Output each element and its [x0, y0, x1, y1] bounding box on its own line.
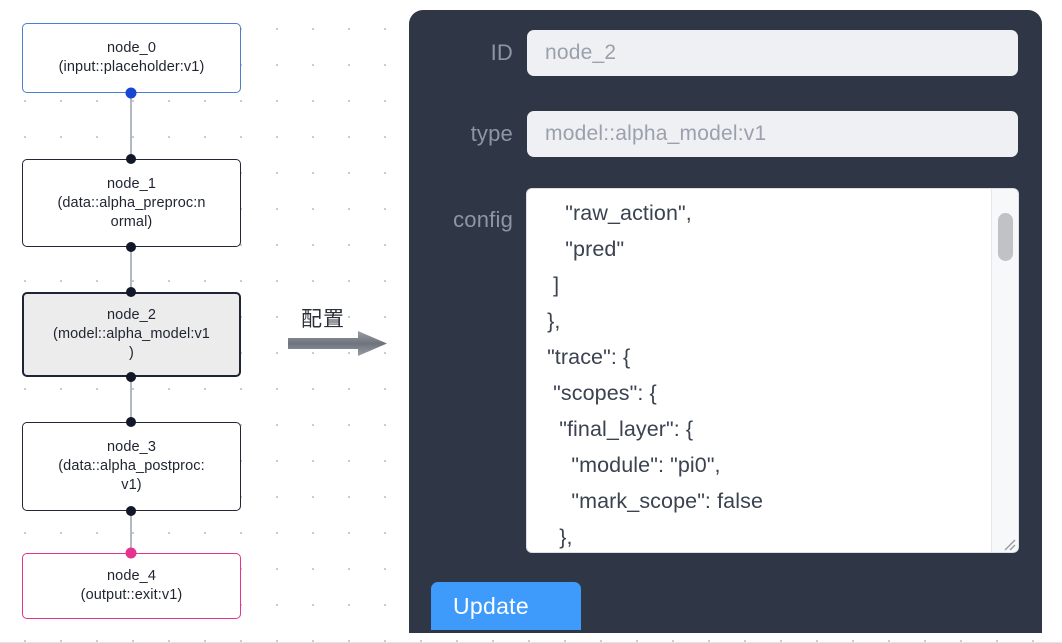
- flow-node-node_0[interactable]: node_0 (input::placeholder:v1): [22, 23, 241, 93]
- node_4-target-handle[interactable]: [125, 547, 137, 559]
- type-label: type: [470, 121, 513, 146]
- node-subtitle: (data::alpha_preproc:n ormal): [57, 194, 206, 230]
- node-title: node_1: [107, 175, 156, 192]
- annotation-label: 配置: [301, 307, 345, 331]
- id-field-row: ID: [409, 30, 1042, 76]
- node_2-source-handle[interactable]: [126, 372, 136, 382]
- id-input[interactable]: [527, 30, 1018, 76]
- node-subtitle: (output::exit:v1): [80, 587, 183, 603]
- edge-node3-node4: [130, 511, 133, 553]
- node-title: node_0: [107, 40, 156, 56]
- resize-handle-icon[interactable]: [1000, 535, 1016, 551]
- node-title: node_4: [107, 568, 156, 584]
- node_3-target-handle[interactable]: [126, 417, 136, 427]
- type-input[interactable]: [527, 111, 1018, 157]
- edge-node1-node2: [130, 247, 133, 293]
- node_0-source-handle[interactable]: [125, 87, 137, 99]
- node-title: node_2: [107, 307, 156, 323]
- flow-node-node_4[interactable]: node_4 (output::exit:v1): [22, 553, 241, 619]
- node_2-target-handle[interactable]: [126, 287, 136, 297]
- config-textarea-shell[interactable]: "raw_action", "pred" ] }, "trace": { "sc…: [527, 189, 1018, 552]
- config-field-row: config "raw_action", "pred" ] }, "trace"…: [409, 189, 1042, 552]
- id-label: ID: [490, 40, 513, 65]
- node_3-source-handle[interactable]: [126, 506, 136, 516]
- node-subtitle: (input::placeholder:v1): [58, 59, 205, 75]
- node-subtitle: (data::alpha_postproc: v1): [58, 458, 205, 493]
- annotation-arrow-icon: [288, 331, 388, 357]
- edge-node0-node1: [130, 93, 133, 159]
- flow-node-node_2[interactable]: node_2 (model::alpha_model:v1 ): [22, 292, 241, 377]
- node-subtitle: (model::alpha_model:v1 ): [53, 326, 210, 361]
- node_1-target-handle[interactable]: [126, 154, 136, 164]
- flow-node-node_1[interactable]: node_1 (data::alpha_preproc:n ormal): [22, 159, 241, 247]
- config-scrollbar-thumb[interactable]: [998, 213, 1013, 261]
- config-textarea[interactable]: "raw_action", "pred" ] }, "trace": { "sc…: [547, 201, 763, 549]
- flow-node-node_3[interactable]: node_3 (data::alpha_postproc: v1): [22, 422, 241, 511]
- update-button[interactable]: Update: [431, 582, 581, 630]
- type-field-row: type: [409, 111, 1042, 157]
- node-config-panel: ID type config "raw_action", "pred" ] },…: [409, 10, 1042, 633]
- config-scrollbar[interactable]: [991, 189, 1018, 552]
- node_1-source-handle[interactable]: [126, 242, 136, 252]
- config-label: config: [453, 207, 513, 232]
- node-title: node_3: [107, 439, 156, 455]
- edge-node2-node3: [130, 377, 133, 421]
